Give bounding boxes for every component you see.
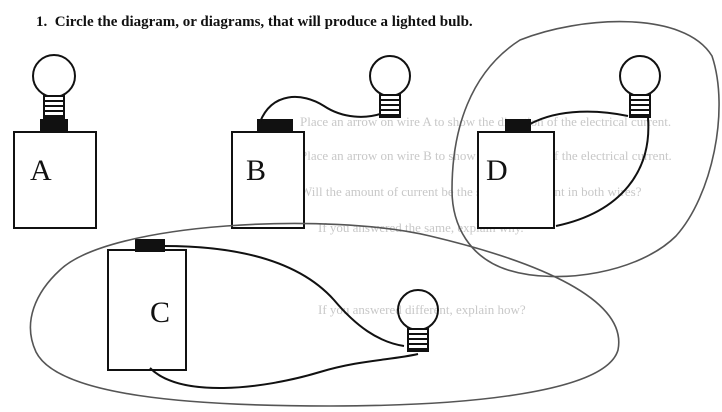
label-d: D xyxy=(486,154,508,187)
bulb-b-base xyxy=(379,94,401,118)
battery-a xyxy=(13,131,97,229)
diagram-c xyxy=(107,239,439,389)
pencil-circle-c xyxy=(29,222,620,407)
label-a: A xyxy=(30,154,52,187)
bleed-text-3: Will the amount of current be the same o… xyxy=(300,184,642,199)
diagram-a xyxy=(13,54,97,229)
question-number: 1. xyxy=(36,14,48,30)
wire-d-bottom xyxy=(555,117,650,227)
battery-b xyxy=(231,131,305,229)
wire-b xyxy=(259,95,387,123)
battery-d-terminal xyxy=(505,119,531,133)
label-c: C xyxy=(150,296,170,329)
bulb-c-base xyxy=(407,328,429,352)
wire-c-top xyxy=(163,245,405,347)
diagram-b xyxy=(231,55,411,229)
question-title: 1. Circle the diagram, or diagrams, that… xyxy=(36,14,473,31)
bulb-d-base xyxy=(629,94,651,118)
battery-d xyxy=(477,131,555,229)
pencil-circle-d xyxy=(451,20,720,278)
diagram-d xyxy=(477,55,661,229)
bleed-text-5: If you answered different, explain how? xyxy=(318,302,526,317)
bulb-b-glass xyxy=(369,55,411,97)
battery-b-terminal xyxy=(257,119,293,133)
question-text: Circle the diagram, or diagrams, that wi… xyxy=(54,14,473,30)
label-b: B xyxy=(246,154,266,187)
bleed-text-4: If you answered the same, explain why. xyxy=(318,220,524,235)
battery-c-terminal xyxy=(135,239,165,252)
bulb-a-glass xyxy=(32,54,76,98)
wire-d-top xyxy=(529,110,629,125)
battery-c xyxy=(107,249,187,371)
bulb-c-glass xyxy=(397,289,439,331)
battery-a-terminal xyxy=(40,119,68,133)
bulb-d-glass xyxy=(619,55,661,97)
wire-c-bottom xyxy=(149,353,419,389)
bulb-a-base xyxy=(43,95,65,119)
